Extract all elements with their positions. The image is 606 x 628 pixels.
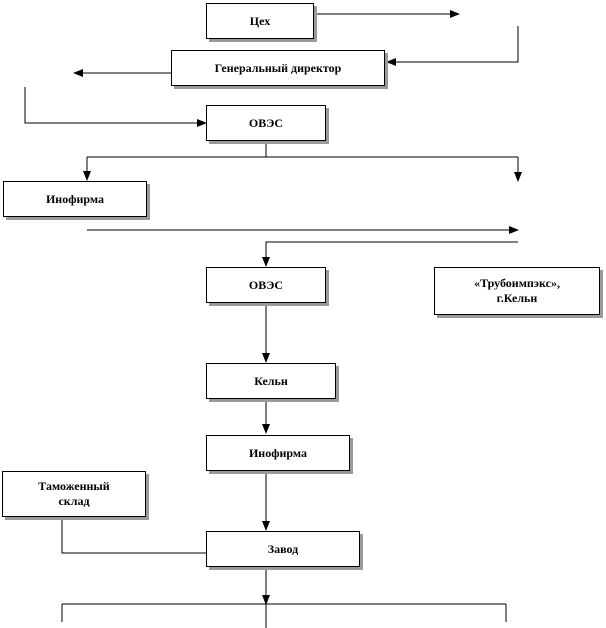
- arrow-to-oves-top: [24, 87, 207, 127]
- node-customs-warehouse: Таможенный склад: [2, 471, 146, 517]
- node-infirma-top: Инофирма: [3, 181, 147, 217]
- node-oves-mid: ОВЭС: [206, 267, 326, 303]
- branch-oves-top: [87, 143, 518, 158]
- node-tsekh: Цех: [206, 3, 314, 39]
- node-tsekh-label: Цех: [249, 13, 271, 28]
- node-oves-mid-label: ОВЭС: [248, 277, 284, 292]
- arrow-to-oves-mid: [262, 241, 518, 267]
- node-infirma-top-label: Инофирма: [45, 191, 105, 206]
- line-customs-to-zavod: [61, 518, 206, 554]
- node-gen-director-label: Генеральный директор: [214, 60, 342, 75]
- node-truboimpex: «Трубоимпэкс», г.Кельн: [434, 267, 600, 315]
- node-truboimpex-line1: «Трубоимпэкс»,: [474, 276, 560, 290]
- line-bottom-bar: [61, 603, 507, 622]
- node-customs-line2: склад: [58, 494, 90, 508]
- node-infirma-mid: Инофирма: [206, 435, 350, 471]
- node-oves-top-label: ОВЭС: [248, 115, 284, 130]
- arrow-to-gen-director: [386, 26, 519, 66]
- node-koln: Кельн: [206, 363, 336, 399]
- node-zavod-label: Завод: [267, 541, 299, 556]
- node-koln-label: Кельн: [254, 373, 288, 388]
- node-truboimpex-line2: г.Кельн: [496, 291, 538, 305]
- node-customs-line1: Таможенный: [38, 479, 110, 493]
- node-gen-director: Генеральный директор: [171, 50, 385, 86]
- node-infirma-mid-label: Инофирма: [248, 445, 308, 460]
- node-zavod: Завод: [206, 531, 360, 567]
- node-oves-top: ОВЭС: [206, 105, 326, 141]
